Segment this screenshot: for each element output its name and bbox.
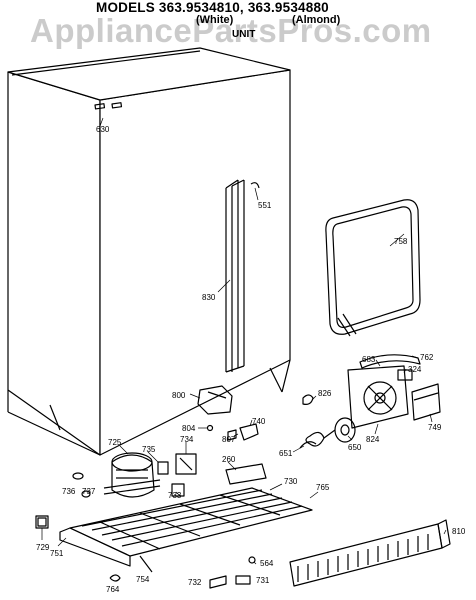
- part-754: [139, 555, 153, 573]
- part-label-730: 730: [284, 477, 298, 486]
- part-label-630: 630: [96, 125, 110, 134]
- grommet-736: [72, 472, 84, 480]
- part-735: [157, 461, 169, 475]
- part-804: [206, 424, 214, 432]
- part-label-725: 725: [108, 438, 122, 447]
- part-label-260: 260: [222, 455, 236, 464]
- part-label-740: 740: [252, 417, 266, 426]
- part-label-732: 732: [188, 578, 202, 587]
- part-740: [239, 423, 259, 441]
- part-label-804: 804: [182, 424, 196, 433]
- compressor: [103, 452, 161, 498]
- cabinet-body: [7, 47, 291, 456]
- part-label-735: 735: [142, 445, 156, 454]
- part-label-683: 683: [362, 355, 376, 364]
- part-label-650: 650: [348, 443, 362, 452]
- part-label-651: 651: [279, 449, 293, 458]
- part-label-737: 737: [82, 487, 96, 496]
- part-label-824: 824: [366, 435, 380, 444]
- models-title: MODELS 363.9534810, 363.9534880: [96, 0, 329, 15]
- part-733: [171, 483, 185, 497]
- unit-label: UNIT: [232, 29, 256, 40]
- base-pan: [59, 527, 131, 567]
- part-label-736: 736: [62, 487, 76, 496]
- bracket-749: [411, 383, 441, 421]
- almond-label: (Almond): [292, 14, 341, 26]
- part-764: [109, 574, 121, 582]
- bracket-260: [225, 463, 267, 485]
- part-label-758: 758: [394, 237, 408, 246]
- part-label-749: 749: [428, 423, 442, 432]
- louver-grille: [289, 519, 451, 587]
- part-label-754: 754: [136, 575, 150, 584]
- part-label-729: 729: [36, 543, 50, 552]
- part-label-733: 733: [168, 491, 182, 500]
- fan-motor: [334, 417, 356, 443]
- part-label-800: 800: [172, 391, 186, 400]
- part-label-751: 751: [50, 549, 64, 558]
- part-label-551: 551: [258, 201, 272, 210]
- part-732: [209, 575, 227, 589]
- part-label-830: 830: [202, 293, 216, 302]
- part-label-324: 324: [408, 365, 422, 374]
- part-label-731: 731: [256, 576, 270, 585]
- part-label-765: 765: [316, 483, 330, 492]
- bracket-324: [397, 369, 413, 381]
- white-label: (White): [196, 14, 234, 26]
- part-label-734: 734: [180, 435, 194, 444]
- fan-blade: [305, 431, 325, 447]
- part-label-764: 764: [106, 585, 120, 594]
- watermark: AppliancePartsPros.com: [30, 12, 432, 49]
- part-564: [248, 556, 256, 564]
- gasket-frame: [325, 199, 421, 337]
- part-826: [302, 394, 314, 405]
- bracket-683: [359, 354, 421, 369]
- part-label-762: 762: [420, 353, 434, 362]
- fan-opening: [363, 381, 397, 415]
- part-807: [227, 429, 237, 441]
- part-label-564: 564: [260, 559, 274, 568]
- grommet-737: [81, 490, 91, 498]
- channel-part: [225, 179, 245, 373]
- part-label-810: 810: [452, 527, 466, 536]
- condenser-coil: [69, 487, 313, 557]
- part-label-826: 826: [318, 389, 332, 398]
- part-731: [235, 575, 251, 585]
- fan-shroud: [347, 365, 409, 429]
- clip-551: [250, 182, 260, 189]
- part-label-807: 807: [222, 435, 236, 444]
- part-800: [197, 385, 233, 415]
